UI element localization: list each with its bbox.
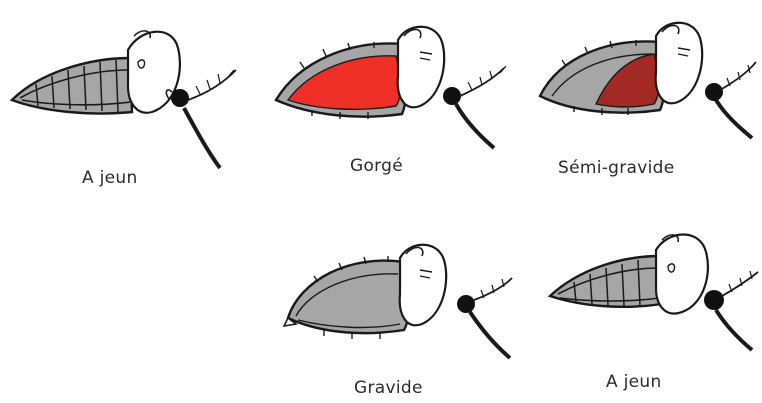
label-semi-gravide: Sémi-gravide [558,158,675,178]
mosquito-semi-gravide [540,23,756,138]
mosquito-gravide [284,245,512,358]
mosquito-gorge [276,27,506,148]
mosquito-a-jeun-top [12,31,236,168]
label-gorge: Gorgé [350,156,403,176]
mosquito-a-jeun-bottom [550,235,758,351]
label-a-jeun-bottom: A jeun [606,372,662,392]
label-gravide: Gravide [354,378,423,398]
label-a-jeun-top: A jeun [82,168,138,188]
blood-meal [288,56,401,110]
